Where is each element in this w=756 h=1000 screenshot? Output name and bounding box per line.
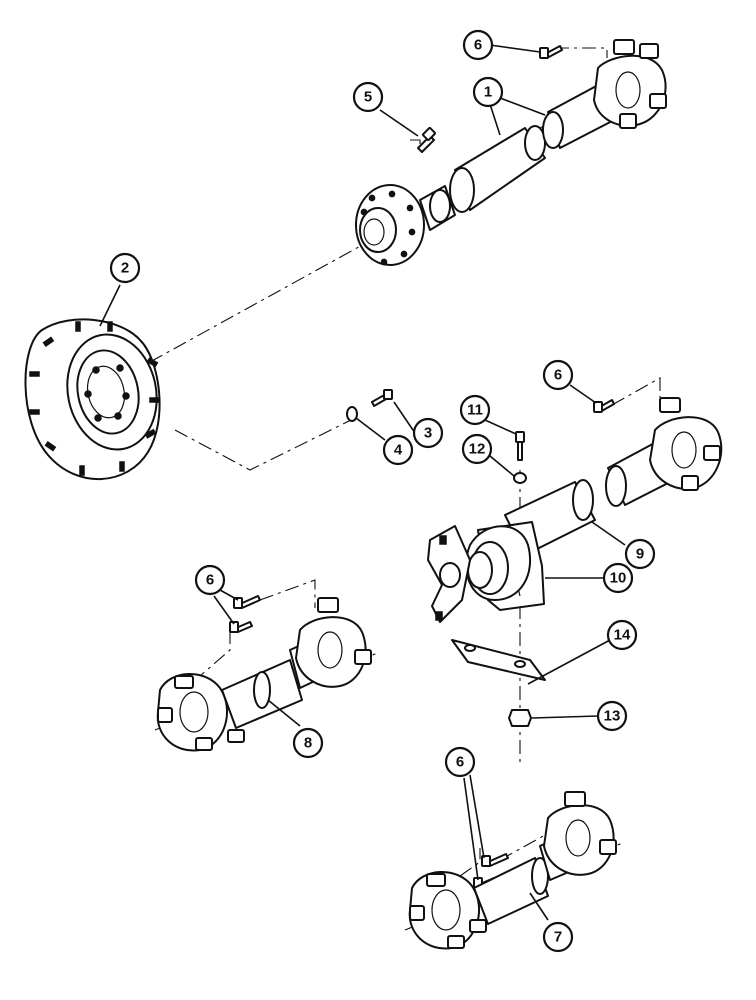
callout-6-bottom-label: 6: [456, 754, 464, 771]
callout-leaders: [99, 44, 626, 921]
front-driveshaft: [355, 39, 667, 266]
callout-8-label: 8: [304, 735, 312, 752]
callout-3-label: 3: [424, 425, 432, 442]
callout-11: 11: [459, 394, 491, 426]
callout-6-top-label: 6: [474, 37, 482, 54]
callout-6-bottom: 6: [444, 746, 476, 778]
callout-2: 2: [109, 252, 141, 284]
callout-5-label: 5: [364, 89, 372, 106]
shaft-7-assembly: [408, 791, 617, 950]
callout-13: 13: [596, 700, 628, 732]
fasteners: [229, 45, 615, 889]
callout-11-label: 11: [467, 402, 483, 419]
callout-6-top: 6: [462, 29, 494, 61]
callout-4-label: 4: [394, 442, 403, 459]
center-bearing: [427, 521, 546, 681]
callout-6-left: 6: [194, 564, 226, 596]
callout-1-label: 1: [484, 84, 492, 101]
callout-13-label: 13: [604, 708, 621, 725]
callout-7-label: 7: [554, 929, 562, 946]
callout-9-label: 9: [636, 546, 644, 563]
callout-14-label: 14: [614, 627, 631, 644]
intermediate-driveshaft: [504, 397, 723, 556]
callout-2-label: 2: [121, 260, 129, 277]
callout-9: 9: [624, 538, 656, 570]
callout-10-label: 10: [610, 570, 627, 587]
callout-1: 1: [472, 76, 504, 108]
callout-12-label: 12: [469, 441, 486, 458]
callout-6-left-label: 6: [206, 572, 214, 589]
callout-14: 14: [606, 619, 638, 651]
callout-12: 12: [461, 433, 493, 465]
callout-3: 3: [412, 417, 444, 449]
callout-6-middle-label: 6: [554, 367, 562, 384]
flywheel-adapter: [24, 318, 161, 480]
callout-6-middle: 6: [542, 359, 574, 391]
callout-4: 4: [382, 434, 414, 466]
callout-8: 8: [292, 727, 324, 759]
shaft-8-assembly: [156, 597, 372, 752]
callout-7: 7: [542, 921, 574, 953]
callout-5: 5: [352, 81, 384, 113]
callout-10: 10: [602, 562, 634, 594]
